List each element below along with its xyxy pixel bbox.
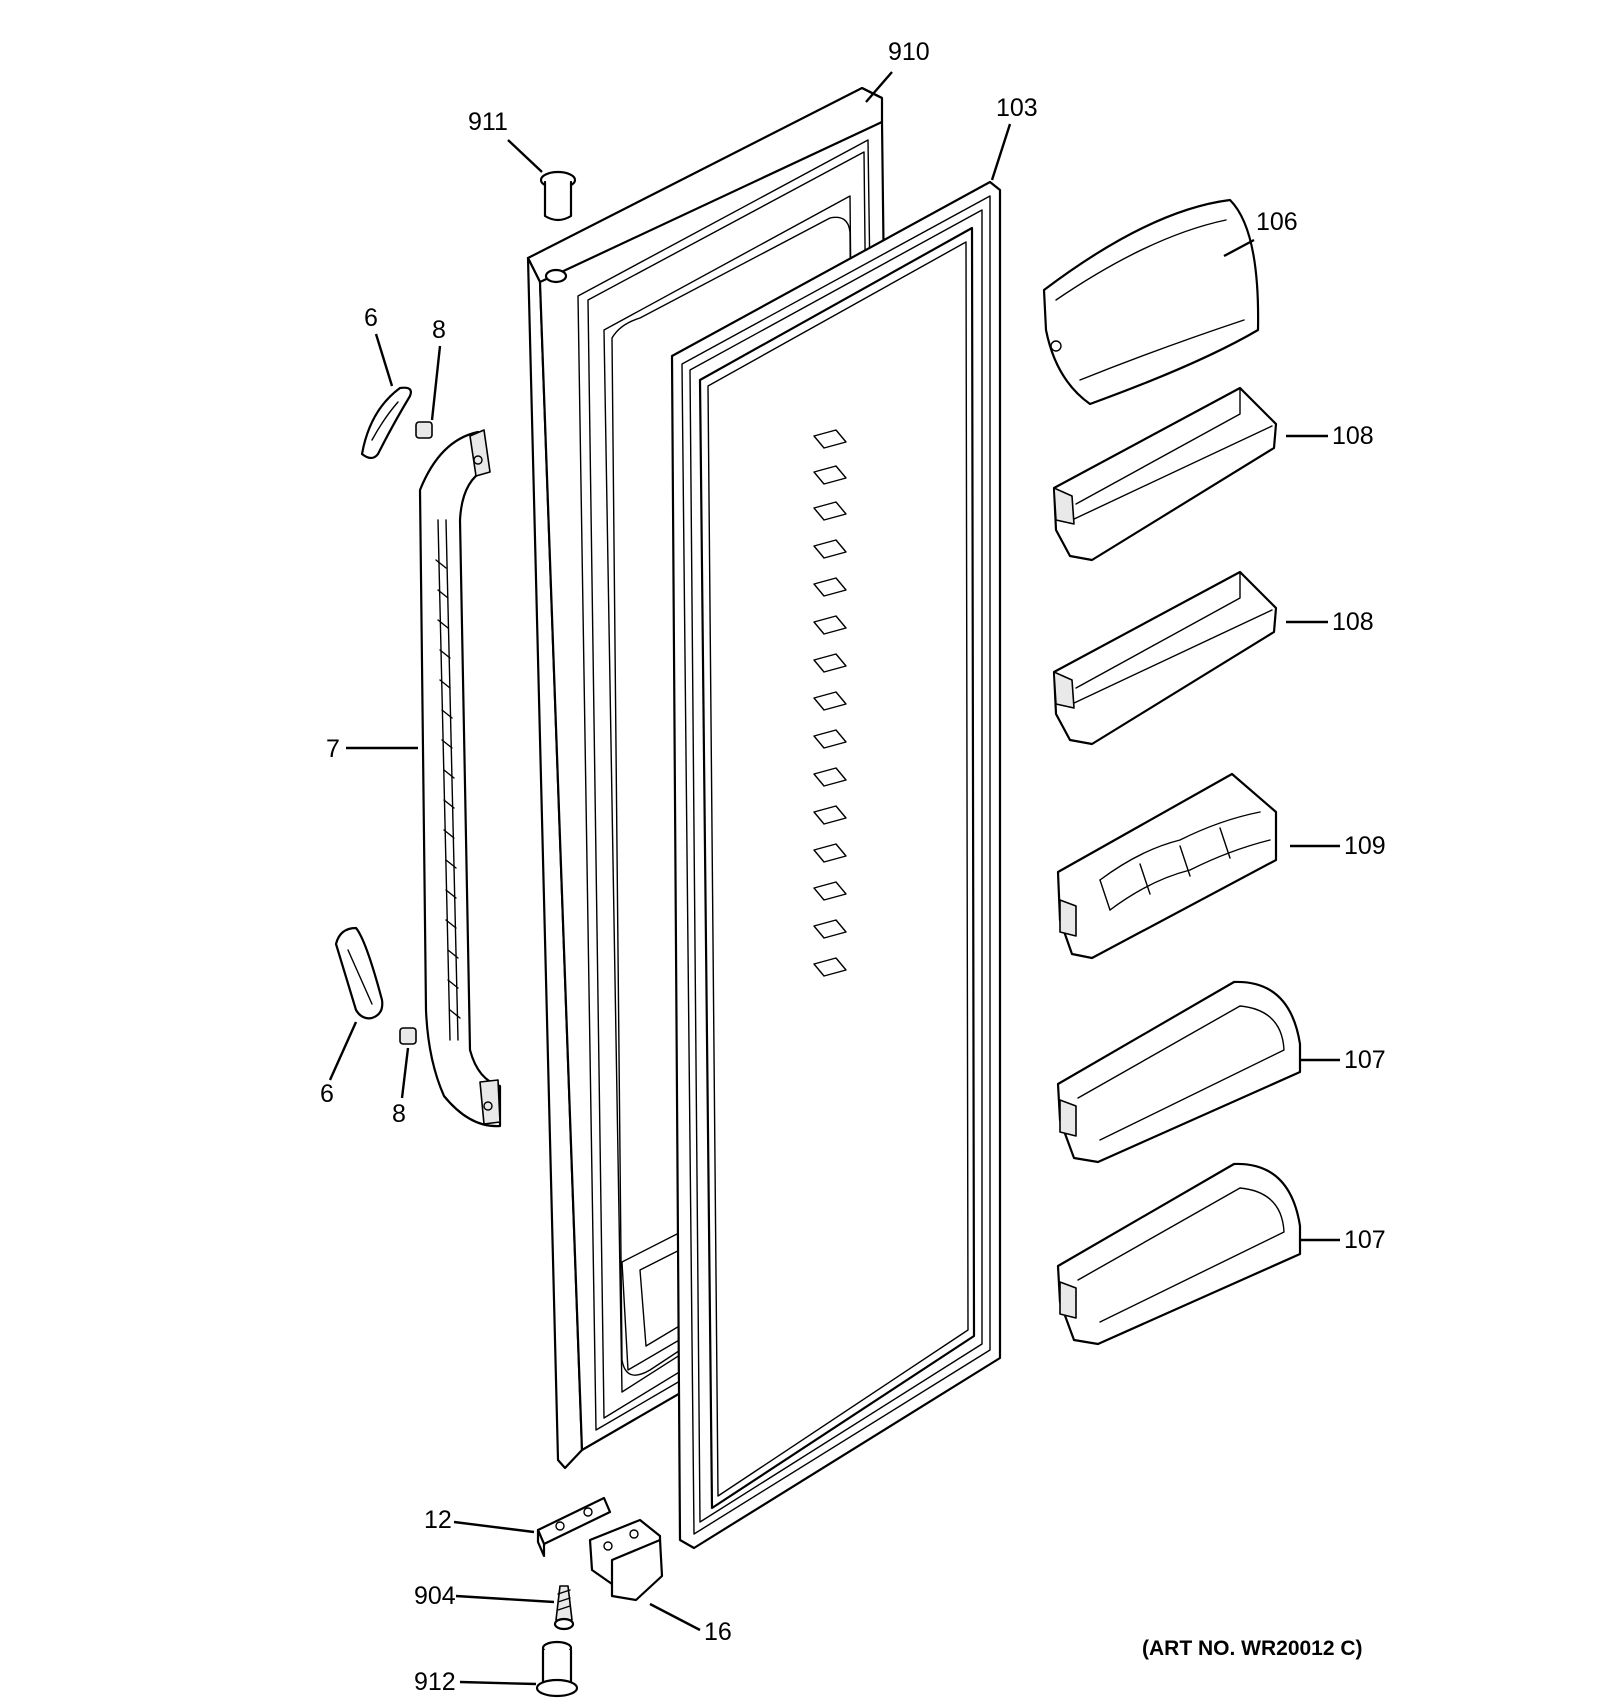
handle-cap-top <box>360 386 412 460</box>
leader-lines <box>328 71 1340 1686</box>
callout-hinge-screw: 904 <box>414 1582 456 1610</box>
deep-door-bin-lower <box>1056 1162 1302 1346</box>
callout-screw-bottom: 8 <box>392 1100 406 1128</box>
callout-bin-upper: 108 <box>1332 422 1374 450</box>
handle-cap-bottom <box>334 926 384 1020</box>
hinge-bushing-top <box>539 170 577 222</box>
dairy-compartment-door <box>1042 198 1260 406</box>
callout-handle-cap-bottom: 6 <box>320 1080 334 1108</box>
screw-bottom <box>399 1027 417 1045</box>
callout-bottom-hinge: 16 <box>704 1618 732 1646</box>
hinge-screw <box>553 1585 575 1631</box>
art-number: (ART NO. WR20012 C) <box>1142 1637 1363 1660</box>
hinge-bracket <box>536 1496 612 1558</box>
callout-handle: 7 <box>326 735 340 763</box>
callout-hinge-bracket: 12 <box>424 1506 452 1534</box>
callout-bin-middle: 108 <box>1332 608 1374 636</box>
callout-deep-bin-upper: 107 <box>1344 1046 1386 1074</box>
callout-egg-bin: 109 <box>1344 832 1386 860</box>
door-handle <box>418 429 502 1128</box>
screw-top <box>415 421 433 439</box>
callout-labels: 910 103 911 6 8 7 6 8 106 108 108 109 10… <box>320 38 1386 1696</box>
callout-handle-cap-top: 6 <box>364 304 378 332</box>
callout-gasket: 103 <box>996 94 1038 122</box>
callout-hinge-bushing-top: 911 <box>468 108 508 136</box>
hinge-bushing-bottom <box>535 1640 579 1698</box>
callout-dairy-door: 106 <box>1256 208 1298 236</box>
deep-door-bin-upper <box>1056 980 1302 1164</box>
door-gasket <box>670 180 1002 1550</box>
door-bin-middle <box>1052 570 1278 746</box>
callout-door-outer: 910 <box>888 38 930 66</box>
callout-screw-top: 8 <box>432 316 446 344</box>
callout-hinge-bushing-bottom: 912 <box>414 1668 456 1696</box>
door-ribs <box>813 429 847 977</box>
egg-bin <box>1056 772 1278 960</box>
callout-deep-bin-lower: 107 <box>1344 1226 1386 1254</box>
door-bin-upper <box>1052 386 1278 562</box>
bottom-hinge <box>588 1518 664 1602</box>
